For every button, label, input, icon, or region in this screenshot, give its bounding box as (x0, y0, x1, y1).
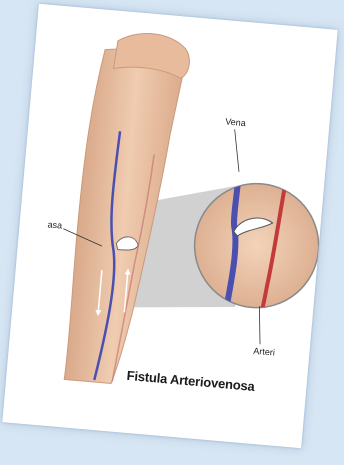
vein-label: Vena (225, 116, 246, 128)
left-partial-label: asa (47, 219, 62, 230)
vena-leader (231, 129, 243, 172)
arteri-leader (256, 306, 263, 344)
artery-label: Arteri (253, 346, 275, 358)
illustration-card: Vena Arteri asa Fistula Arteriovenosa (2, 4, 337, 449)
